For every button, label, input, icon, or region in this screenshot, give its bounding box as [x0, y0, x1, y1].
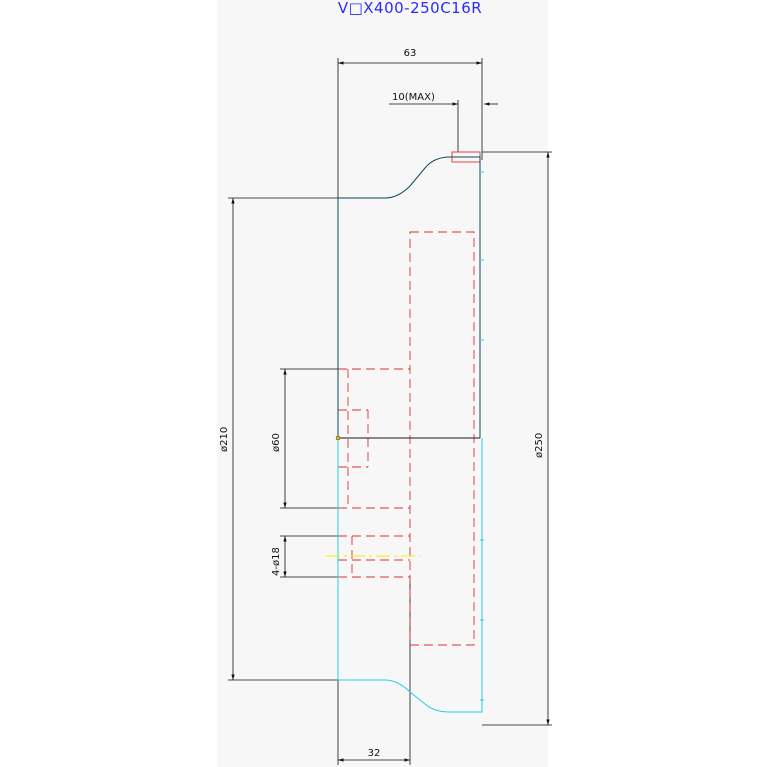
dimension-dia-250	[482, 151, 552, 726]
dimension-10max	[389, 100, 498, 152]
bearing-ticks	[480, 171, 484, 701]
dimension-10max-label: 10(MAX)	[392, 92, 435, 103]
dimension-dia-60	[280, 368, 338, 509]
hidden-lines	[338, 231, 475, 646]
dimension-dia-250-label: ø250	[534, 433, 545, 458]
wheel-profile-upper	[337, 156, 481, 438]
dimension-63-label: 63	[404, 48, 417, 59]
dimension-dia-210-label: ø210	[219, 427, 230, 452]
wheel-profile-lower	[337, 438, 483, 713]
dimension-32-label: 32	[368, 748, 381, 759]
dimension-4-dia-18-label: 4-ø18	[271, 547, 282, 576]
drawing-sheet	[217, 0, 548, 767]
dimension-dia-210	[228, 197, 338, 681]
dimension-4-dia-18	[280, 535, 338, 578]
axis-center-point	[335, 435, 341, 441]
dimension-32	[337, 575, 411, 765]
drawing-title: V□X400-250C16R	[338, 0, 482, 17]
dimension-63	[337, 58, 483, 200]
dimension-dia-60-label: ø60	[271, 433, 282, 452]
